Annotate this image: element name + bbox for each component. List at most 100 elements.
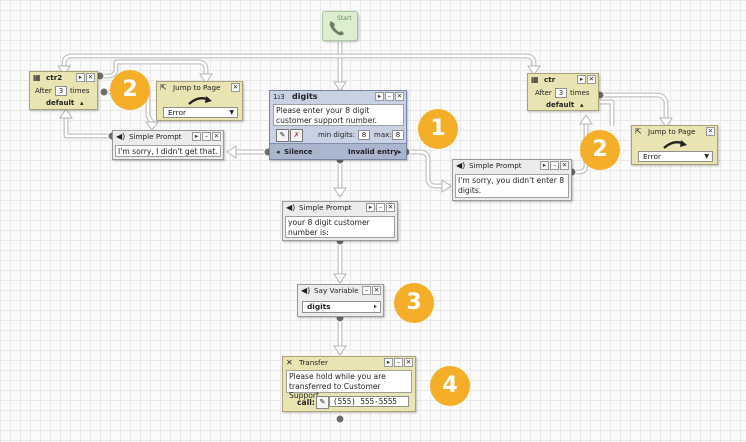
- close-button[interactable]: ✕: [395, 92, 404, 101]
- times-label: times: [70, 87, 90, 95]
- caret-up-icon: ▴: [80, 99, 84, 107]
- speaker-icon: ◀): [456, 161, 466, 170]
- counter-node-left[interactable]: ▦ ctr2 ▸ ✕ After 3 times default ▴: [29, 71, 98, 110]
- close-button[interactable]: ✕: [386, 203, 395, 212]
- play-button[interactable]: ▸: [76, 73, 85, 82]
- dropdown-arrow-icon: ▼: [704, 153, 709, 160]
- simple-prompt-node-confirm[interactable]: ◀) Simple Prompt ▸ – ✕ your 8 digit cust…: [282, 201, 398, 241]
- phone-icon: [329, 21, 344, 36]
- close-button[interactable]: ✕: [86, 73, 95, 82]
- count-input[interactable]: 3: [55, 86, 67, 96]
- play-button[interactable]: ▸: [540, 161, 549, 170]
- node-title: Jump to Page: [173, 83, 221, 92]
- simple-prompt-node-invalid[interactable]: ◀) Simple Prompt ▸ – ✕ I'm sorry, you di…: [452, 159, 572, 201]
- step-badge-2-left: 2: [110, 70, 150, 110]
- speech-option-icon[interactable]: ✎: [276, 129, 289, 142]
- digits-footer: [270, 143, 406, 159]
- jump-to-page-node-left[interactable]: ⇱ Jump to Page ✕ Error ▼: [156, 81, 243, 121]
- prompt-text[interactable]: Please enter your 8 digit customer suppo…: [273, 104, 404, 126]
- node-title: ctr2: [46, 73, 63, 82]
- variable-select[interactable]: digits ▸: [302, 301, 381, 313]
- node-header: ◀) Simple Prompt ▸ – ✕: [113, 131, 223, 143]
- close-button[interactable]: ✕: [372, 286, 381, 295]
- page-select[interactable]: Error ▼: [638, 151, 713, 162]
- step-badge-2-right: 2: [580, 130, 620, 170]
- digits-icon: 1₂3: [273, 93, 285, 101]
- play-button[interactable]: ▸: [384, 358, 393, 367]
- simple-prompt-node-silence[interactable]: ◀) Simple Prompt ▸ – ✕ I'm sorry, I didn…: [112, 130, 224, 160]
- node-header: ▦ ctr2 ▸ ✕: [30, 72, 97, 84]
- node-title: Simple Prompt: [299, 203, 352, 212]
- prompt-text[interactable]: I'm sorry, I didn't get that.: [115, 145, 221, 157]
- min-digits-input[interactable]: 8: [358, 130, 370, 140]
- close-button[interactable]: ✕: [587, 75, 596, 84]
- transfer-icon: ✕: [286, 358, 293, 367]
- close-button[interactable]: ✕: [212, 132, 221, 141]
- speaker-icon: ◀): [301, 286, 311, 295]
- max-digits-input[interactable]: 8: [392, 130, 404, 140]
- after-label: After: [535, 89, 552, 97]
- step-badge-4: 4: [430, 366, 470, 406]
- close-button[interactable]: ✕: [231, 83, 240, 92]
- phone-number-input[interactable]: (555) 555-5555: [329, 396, 409, 407]
- page-select-value: Error: [168, 108, 187, 117]
- play-button[interactable]: ▸: [577, 75, 586, 84]
- digits-node[interactable]: 1₂3 digits ▸ – ✕ Please enter your 8 dig…: [269, 90, 407, 160]
- default-label: default: [46, 99, 75, 107]
- close-button[interactable]: ✕: [560, 161, 569, 170]
- close-button[interactable]: ✕: [706, 127, 715, 136]
- close-button[interactable]: ✕: [404, 358, 413, 367]
- minimize-button[interactable]: –: [362, 286, 371, 295]
- transfer-text[interactable]: Please hold while you are transferred to…: [286, 370, 412, 400]
- silence-label: Silence: [284, 148, 313, 156]
- counter-icon: ▦: [33, 73, 41, 82]
- no-speech-icon[interactable]: ✗: [290, 129, 303, 142]
- node-title: Say Variable: [314, 286, 359, 295]
- node-title: ctr: [544, 75, 556, 84]
- jump-to-page-node-right[interactable]: ⇱ Jump to Page ✕ Error ▼: [631, 125, 718, 165]
- node-title: digits: [292, 92, 318, 101]
- counter-node-right[interactable]: ▦ ctr ▸ ✕ After 3 times default ▴: [527, 73, 599, 111]
- speaker-icon: ◀): [286, 203, 296, 212]
- page-select[interactable]: Error ▼: [163, 107, 238, 118]
- dropdown-arrow-icon: ▸: [373, 303, 377, 310]
- start-node[interactable]: Start: [322, 11, 358, 41]
- node-header: ✕ Transfer ▸ – ✕: [283, 357, 415, 369]
- node-header: ⇱ Jump to Page ✕: [157, 82, 242, 94]
- minimize-button[interactable]: –: [202, 132, 211, 141]
- curved-arrow-icon: [188, 96, 212, 105]
- max-label: max:: [374, 131, 392, 139]
- prompt-text[interactable]: your 8 digit customer number is:: [285, 216, 395, 238]
- dropdown-arrow-icon: ▼: [229, 109, 234, 116]
- transfer-node[interactable]: ✕ Transfer ▸ – ✕ Please hold while you a…: [282, 356, 416, 412]
- jump-icon: ⇱: [635, 127, 642, 136]
- call-label: call:: [297, 398, 315, 407]
- node-title: Transfer: [299, 358, 328, 367]
- minimize-button[interactable]: –: [376, 203, 385, 212]
- invalid-entry-label: Invalid entry: [348, 148, 399, 156]
- play-button[interactable]: ▸: [366, 203, 375, 212]
- node-header: ◀) Simple Prompt ▸ – ✕: [453, 160, 571, 172]
- min-digits-label: min digits:: [318, 131, 355, 139]
- prompt-text[interactable]: I'm sorry, you didn't enter 8 digits.: [455, 174, 569, 198]
- say-variable-node[interactable]: ◀) Say Variable – ✕ digits ▸: [297, 284, 384, 317]
- minimize-button[interactable]: –: [550, 161, 559, 170]
- count-input[interactable]: 3: [555, 88, 567, 98]
- speaker-icon: ◀): [116, 132, 126, 141]
- node-header: ◀) Simple Prompt ▸ – ✕: [283, 202, 397, 214]
- node-title: Simple Prompt: [129, 132, 182, 141]
- step-badge-3: 3: [394, 283, 434, 323]
- minimize-button[interactable]: –: [385, 92, 394, 101]
- right-arrow-icon: ▸: [398, 148, 402, 156]
- page-select-value: Error: [643, 152, 662, 161]
- play-button[interactable]: ▸: [192, 132, 201, 141]
- edit-number-icon[interactable]: ✎: [316, 396, 329, 409]
- play-button[interactable]: ▸: [375, 92, 384, 101]
- node-header: ⇱ Jump to Page ✕: [632, 126, 717, 138]
- step-badge-1: 1: [418, 109, 458, 149]
- after-label: After: [35, 87, 52, 95]
- times-label: times: [570, 89, 590, 97]
- minimize-button[interactable]: –: [394, 358, 403, 367]
- arrowheads: [57, 65, 673, 356]
